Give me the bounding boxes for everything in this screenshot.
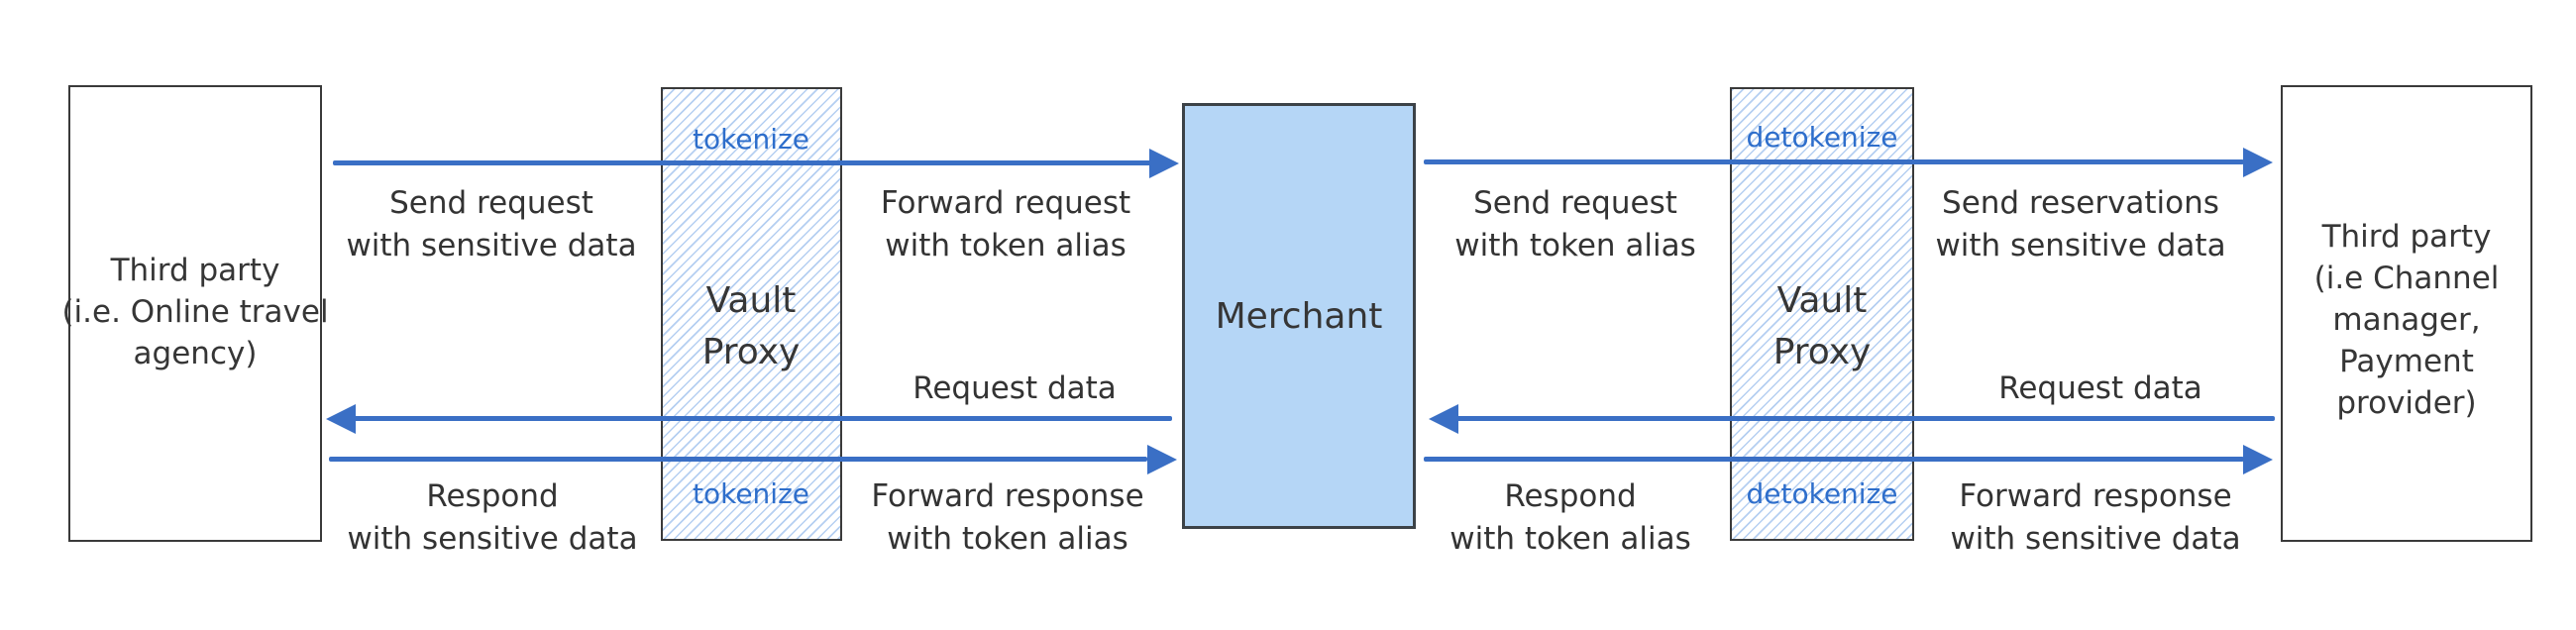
label-send-reservations-sensitive: Send reservations with sensitive data	[1935, 182, 2225, 267]
label-send-request-sensitive: Send request with sensitive data	[346, 182, 636, 267]
label-line: Forward response	[1959, 478, 2232, 514]
label-respond-token: Respond with token alias	[1449, 475, 1691, 561]
vault-right-line1: Vault	[1776, 280, 1868, 321]
label-line: with token alias	[1454, 228, 1696, 263]
merchant-label: Merchant	[1215, 296, 1383, 337]
arrow-request-data-right-line	[1456, 416, 2275, 421]
merchant-box	[1182, 103, 1416, 529]
arrow-forward-response-line	[1424, 457, 2244, 462]
label-forward-request-token: Forward request with token alias	[881, 182, 1130, 267]
label-line: Respond	[426, 478, 559, 514]
arrow-respond-line	[329, 457, 1147, 462]
arrow-send-request-head	[1149, 149, 1179, 178]
arrow-request-data-left-line	[354, 416, 1172, 421]
label-forward-response-token: Forward response with token alias	[871, 475, 1143, 561]
detokenize-tag-top: detokenize	[1746, 121, 1898, 154]
vault-left-line1: Vault	[705, 280, 797, 321]
third-party-left-line1: Third party	[110, 253, 280, 288]
arrow-send-reservations-line	[1424, 159, 2244, 164]
label-line: Forward request	[880, 185, 1131, 221]
arrow-send-request-line	[333, 160, 1151, 165]
label-line: with token alias	[887, 521, 1128, 557]
tokenize-tag-bottom: tokenize	[692, 477, 810, 510]
third-party-right-line1: Third party	[2321, 219, 2492, 255]
vault-left-line2: Proxy	[701, 332, 801, 372]
label-line: with token alias	[885, 228, 1127, 263]
label-line: with sensitive data	[1950, 521, 2241, 557]
label-line: with sensitive data	[347, 521, 638, 557]
third-party-right-line2: (i.e Channel	[2313, 261, 2500, 296]
third-party-right-box	[2281, 85, 2532, 542]
label-line: with sensitive data	[1935, 228, 2226, 263]
label-line: with token alias	[1449, 521, 1691, 557]
label-send-request-token: Send request with token alias	[1454, 182, 1696, 267]
arrow-request-data-left-head	[326, 404, 356, 434]
arrow-request-data-right-head	[1429, 404, 1458, 434]
label-line: Respond	[1504, 478, 1637, 514]
third-party-left-label: Third party (i.e. Online travel agency)	[61, 250, 328, 374]
third-party-right-line5: provider)	[2336, 385, 2477, 421]
label-respond-sensitive: Respond with sensitive data	[347, 475, 637, 561]
label-line: Send request	[389, 185, 593, 221]
vault-proxy-right-label: Vault Proxy	[1773, 275, 1872, 378]
arrow-forward-response-head	[2243, 445, 2273, 474]
third-party-right-line3: manager,	[2332, 302, 2481, 338]
third-party-left-line2: (i.e. Online travel	[61, 294, 329, 330]
label-line: with sensitive data	[346, 228, 637, 263]
label-request-data-right: Request data	[1998, 370, 2202, 406]
label-forward-response-sensitive: Forward response with sensitive data	[1950, 475, 2240, 561]
third-party-left-box	[68, 85, 322, 542]
label-line: Forward response	[871, 478, 1144, 514]
detokenize-tag-bottom: detokenize	[1746, 477, 1898, 510]
third-party-left-line3: agency)	[133, 336, 258, 371]
arrow-respond-head	[1147, 445, 1177, 474]
label-line: Send request	[1473, 185, 1677, 221]
third-party-right-line4: Payment	[2339, 344, 2474, 379]
third-party-right-label: Third party (i.e Channel manager, Paymen…	[2314, 216, 2500, 424]
tokenize-tag-top: tokenize	[692, 123, 810, 156]
arrow-send-reservations-head	[2243, 148, 2273, 177]
label-request-data-left: Request data	[912, 370, 1117, 406]
label-line: Send reservations	[1942, 185, 2219, 221]
vault-right-line2: Proxy	[1772, 332, 1872, 372]
vault-proxy-left-label: Vault Proxy	[702, 275, 801, 378]
